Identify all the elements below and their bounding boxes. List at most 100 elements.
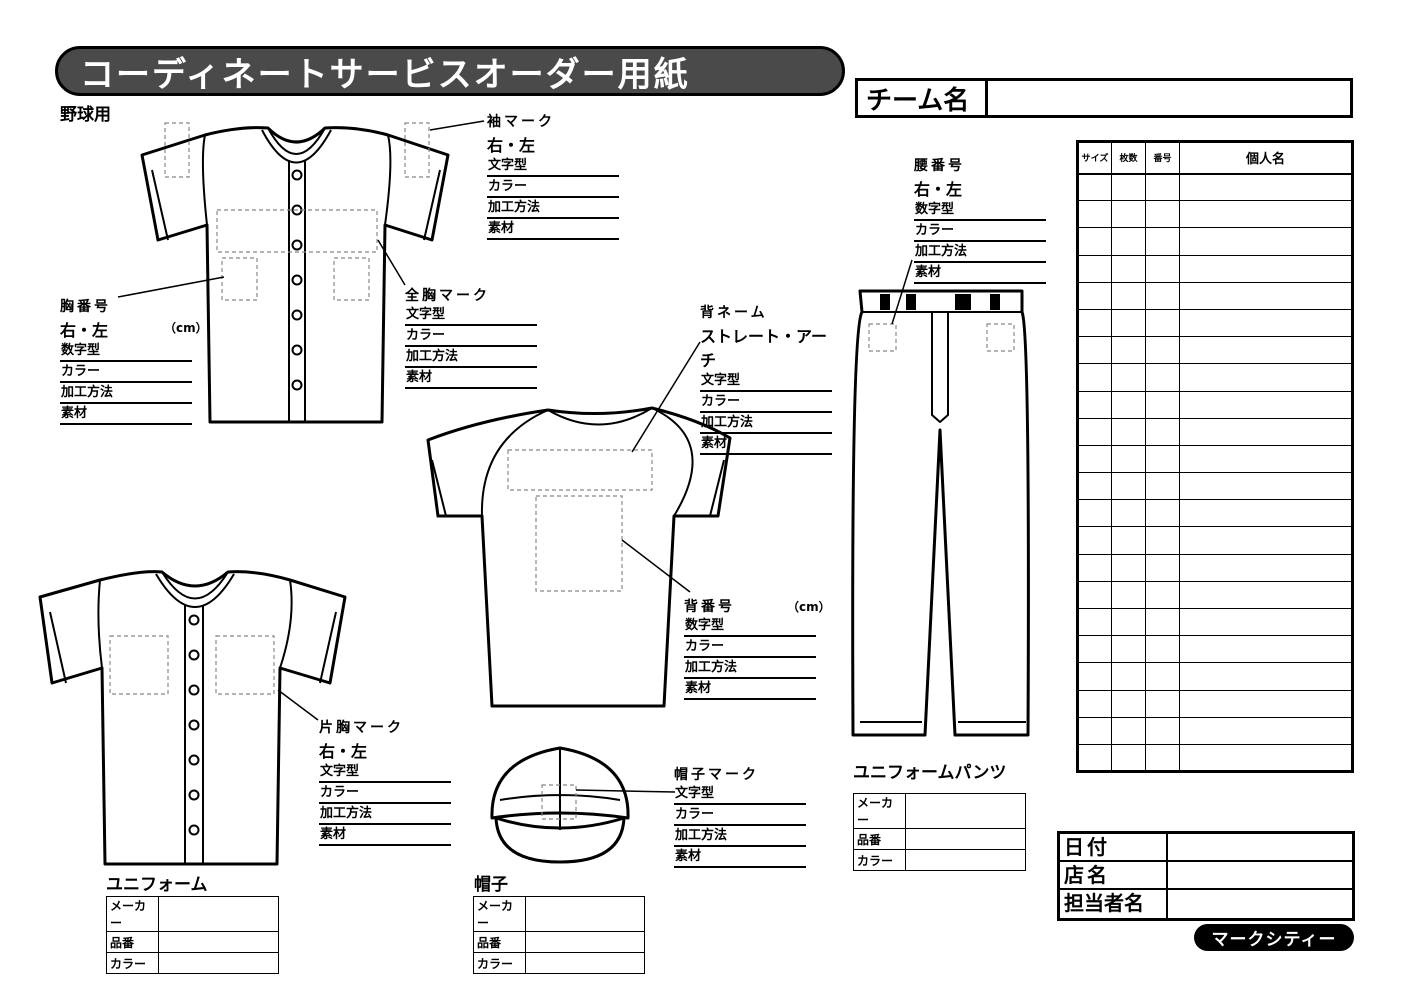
back-number-field[interactable]: 数字型 bbox=[684, 616, 816, 637]
roster-number-cell[interactable] bbox=[1145, 635, 1180, 664]
hip-number-field[interactable]: 素材 bbox=[914, 263, 1046, 284]
roster-count-cell[interactable] bbox=[1111, 336, 1146, 365]
roster-number-cell[interactable] bbox=[1145, 743, 1180, 773]
roster-name-cell[interactable] bbox=[1179, 200, 1353, 229]
roster-size-cell[interactable] bbox=[1077, 336, 1112, 365]
roster-size-cell[interactable] bbox=[1077, 472, 1112, 501]
roster-number-cell[interactable] bbox=[1145, 607, 1180, 637]
roster-size-cell[interactable] bbox=[1077, 607, 1112, 637]
roster-count-cell[interactable] bbox=[1111, 499, 1146, 528]
roster-size-cell[interactable] bbox=[1077, 689, 1112, 718]
roster-name-cell[interactable] bbox=[1179, 390, 1353, 419]
roster-name-cell[interactable] bbox=[1179, 308, 1353, 338]
roster-count-cell[interactable] bbox=[1111, 553, 1146, 582]
hip-number-field[interactable]: 加工方法 bbox=[914, 242, 1046, 263]
roster-number-cell[interactable] bbox=[1145, 227, 1180, 256]
cap-mark-field[interactable]: カラー bbox=[674, 805, 806, 826]
roster-number-cell[interactable] bbox=[1145, 308, 1180, 338]
roster-name-cell[interactable] bbox=[1179, 689, 1353, 718]
one-chest-mark-field[interactable]: 文字型 bbox=[319, 762, 451, 783]
roster-name-cell[interactable] bbox=[1179, 607, 1353, 637]
roster-size-cell[interactable] bbox=[1077, 200, 1112, 229]
roster-size-cell[interactable] bbox=[1077, 526, 1112, 555]
roster-name-cell[interactable] bbox=[1179, 227, 1353, 256]
roster-name-cell[interactable] bbox=[1179, 526, 1353, 555]
hip-number-field[interactable]: カラー bbox=[914, 221, 1046, 242]
roster-size-cell[interactable] bbox=[1077, 743, 1112, 773]
roster-name-cell[interactable] bbox=[1179, 172, 1353, 202]
team-name-field[interactable] bbox=[988, 81, 1350, 115]
roster-size-cell[interactable] bbox=[1077, 499, 1112, 528]
roster-count-cell[interactable] bbox=[1111, 172, 1146, 202]
roster-size-cell[interactable] bbox=[1077, 716, 1112, 745]
date-field[interactable] bbox=[1168, 834, 1352, 860]
full-chest-mark-field[interactable]: 加工方法 bbox=[405, 347, 537, 368]
back-number-field[interactable]: 素材 bbox=[684, 679, 816, 700]
roster-name-cell[interactable] bbox=[1179, 743, 1353, 773]
roster-count-cell[interactable] bbox=[1111, 308, 1146, 338]
cap-mark-field[interactable]: 文字型 bbox=[674, 784, 806, 805]
roster-count-cell[interactable] bbox=[1111, 417, 1146, 446]
roster-count-cell[interactable] bbox=[1111, 662, 1146, 691]
cap-mark-field[interactable]: 素材 bbox=[674, 847, 806, 868]
full-chest-mark-field[interactable]: 素材 bbox=[405, 368, 537, 389]
roster-count-cell[interactable] bbox=[1111, 689, 1146, 718]
roster-name-cell[interactable] bbox=[1179, 580, 1353, 610]
uniform-color-field[interactable] bbox=[158, 952, 279, 974]
roster-size-cell[interactable] bbox=[1077, 172, 1112, 202]
roster-count-cell[interactable] bbox=[1111, 580, 1146, 610]
uniform-item-field[interactable] bbox=[158, 931, 279, 953]
roster-count-cell[interactable] bbox=[1111, 200, 1146, 229]
roster-name-cell[interactable] bbox=[1179, 336, 1353, 365]
back-name-field[interactable]: カラー bbox=[700, 392, 832, 413]
roster-name-cell[interactable] bbox=[1179, 444, 1353, 474]
roster-size-cell[interactable] bbox=[1077, 227, 1112, 256]
roster-size-cell[interactable] bbox=[1077, 363, 1112, 392]
roster-size-cell[interactable] bbox=[1077, 254, 1112, 283]
roster-count-cell[interactable] bbox=[1111, 472, 1146, 501]
roster-name-cell[interactable] bbox=[1179, 553, 1353, 582]
sleeve-mark-field[interactable]: カラー bbox=[487, 177, 619, 198]
pants-color-field[interactable] bbox=[905, 849, 1026, 871]
cap-maker-field[interactable] bbox=[525, 896, 645, 932]
chest-number-field[interactable]: カラー bbox=[60, 362, 192, 383]
hip-number-field[interactable]: 数字型 bbox=[914, 200, 1046, 221]
back-name-field[interactable]: 文字型 bbox=[700, 371, 832, 392]
full-chest-mark-field[interactable]: カラー bbox=[405, 326, 537, 347]
one-chest-mark-field[interactable]: 素材 bbox=[319, 825, 451, 846]
roster-size-cell[interactable] bbox=[1077, 390, 1112, 419]
roster-count-cell[interactable] bbox=[1111, 635, 1146, 664]
roster-number-cell[interactable] bbox=[1145, 363, 1180, 392]
roster-size-cell[interactable] bbox=[1077, 417, 1112, 446]
roster-count-cell[interactable] bbox=[1111, 254, 1146, 283]
roster-size-cell[interactable] bbox=[1077, 635, 1112, 664]
full-chest-mark-field[interactable]: 文字型 bbox=[405, 305, 537, 326]
roster-name-cell[interactable] bbox=[1179, 662, 1353, 691]
uniform-maker-field[interactable] bbox=[158, 896, 279, 932]
cap-mark-field[interactable]: 加工方法 bbox=[674, 826, 806, 847]
roster-name-cell[interactable] bbox=[1179, 281, 1353, 310]
roster-number-cell[interactable] bbox=[1145, 417, 1180, 446]
roster-number-cell[interactable] bbox=[1145, 553, 1180, 582]
roster-count-cell[interactable] bbox=[1111, 743, 1146, 773]
roster-count-cell[interactable] bbox=[1111, 281, 1146, 310]
roster-name-cell[interactable] bbox=[1179, 472, 1353, 501]
roster-size-cell[interactable] bbox=[1077, 308, 1112, 338]
chest-number-field[interactable]: 素材 bbox=[60, 404, 192, 425]
roster-name-cell[interactable] bbox=[1179, 363, 1353, 392]
pants-item-field[interactable] bbox=[905, 828, 1026, 850]
pants-maker-field[interactable] bbox=[905, 793, 1026, 829]
roster-number-cell[interactable] bbox=[1145, 281, 1180, 310]
store-field[interactable] bbox=[1168, 862, 1352, 888]
roster-number-cell[interactable] bbox=[1145, 716, 1180, 745]
roster-count-cell[interactable] bbox=[1111, 390, 1146, 419]
cap-color-field[interactable] bbox=[525, 952, 645, 974]
roster-size-cell[interactable] bbox=[1077, 281, 1112, 310]
roster-count-cell[interactable] bbox=[1111, 363, 1146, 392]
roster-number-cell[interactable] bbox=[1145, 336, 1180, 365]
roster-count-cell[interactable] bbox=[1111, 607, 1146, 637]
roster-number-cell[interactable] bbox=[1145, 472, 1180, 501]
roster-size-cell[interactable] bbox=[1077, 580, 1112, 610]
roster-number-cell[interactable] bbox=[1145, 580, 1180, 610]
roster-number-cell[interactable] bbox=[1145, 689, 1180, 718]
